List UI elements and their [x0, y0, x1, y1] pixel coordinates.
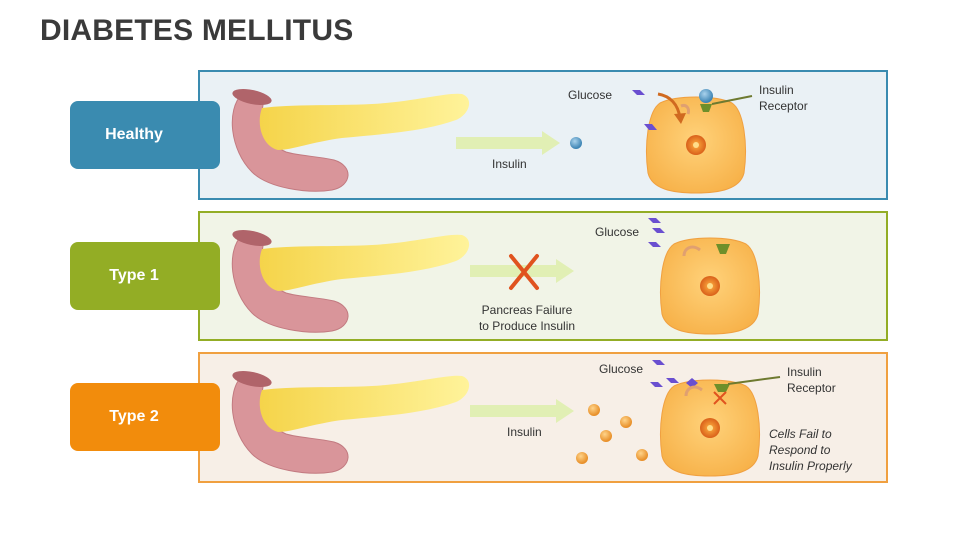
glucose-channel-type2: [684, 385, 703, 397]
glucose-molecules-type2: [650, 360, 698, 388]
tab-healthy-label: Healthy: [105, 126, 163, 143]
cross-icon-type2: [713, 391, 727, 405]
glucose-channel: [680, 104, 690, 115]
tab-type2-label: Type 2: [109, 408, 159, 425]
glucose-label-healthy: Glucose: [568, 88, 613, 102]
failure-label: Pancreas Failure to Produce Insulin: [478, 303, 576, 333]
receptor-type1: [716, 244, 730, 254]
receptor-label-healthy: Insulin Receptor: [759, 83, 808, 113]
insulin-molecule: [570, 137, 582, 149]
glucose-molecule-healthy: [632, 90, 657, 130]
receptor-label-type2: Insulin Receptor: [787, 365, 836, 395]
receptor-healthy: [700, 104, 712, 112]
glucose-label-type1: Glucose: [595, 225, 640, 239]
insulin-molecules-type2: [576, 404, 648, 464]
pancreas-type2: [230, 367, 470, 474]
glucose-channel-type1: [682, 245, 701, 257]
glucose-molecules-type1: [648, 218, 665, 247]
receptor-pointer-type2: [727, 376, 781, 385]
tab-type1: Type 1: [70, 242, 220, 310]
arrow-type2: [470, 399, 574, 423]
cell-type1: [660, 237, 760, 335]
pancreas-healthy: [230, 85, 470, 192]
tab-type2: Type 2: [70, 383, 220, 451]
cell-type2: [660, 379, 760, 477]
tab-type1-label: Type 1: [109, 267, 159, 284]
pancreas-type1: [230, 226, 470, 333]
tab-healthy: Healthy: [70, 101, 220, 169]
receptor-pointer-healthy: [711, 95, 753, 105]
insulin-label-healthy: Insulin: [492, 157, 527, 171]
glucose-label-type2: Glucose: [599, 362, 644, 376]
cell-healthy: [646, 96, 746, 194]
cells-fail-note: Cells Fail to Respond to Insulin Properl…: [769, 427, 852, 473]
page-title: DIABETES MELLITUS: [40, 14, 354, 47]
receptor-type2: [714, 384, 730, 392]
insulin-label-type2: Insulin: [507, 425, 542, 439]
insulin-bound: [699, 89, 713, 103]
cross-icon: [509, 254, 539, 290]
arrow-healthy: [456, 131, 560, 155]
